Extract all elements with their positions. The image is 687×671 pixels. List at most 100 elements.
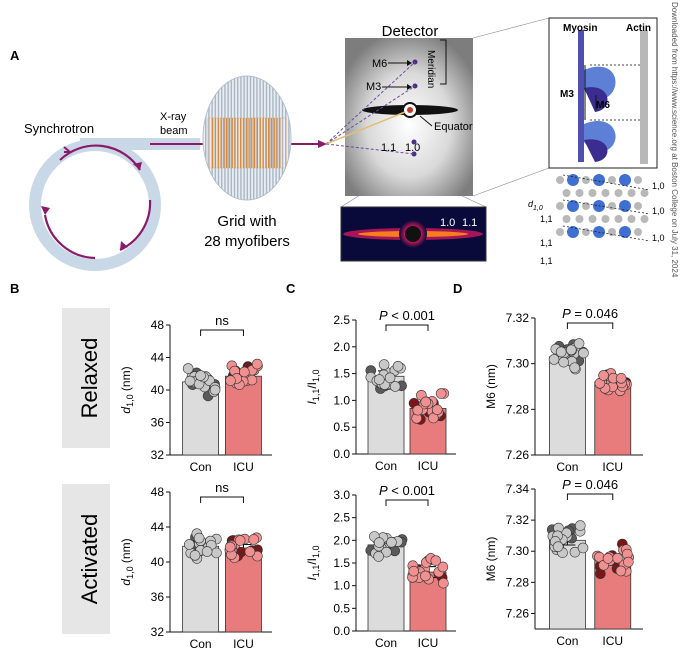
xray-label-1: X-ray	[160, 111, 187, 123]
data-point	[244, 546, 256, 558]
x-tick-label: ICU	[602, 634, 623, 648]
y-tick-label: 7.26	[506, 606, 530, 620]
lattice-11-label-2: 1,1	[540, 238, 553, 248]
beam-arrowhead	[318, 140, 327, 148]
x-tick-label: ICU	[418, 636, 439, 650]
lattice-11-label-3: 1,1	[540, 256, 553, 266]
y-tick-label: 7.28	[506, 575, 530, 589]
lattice-10-label-2: 1,0	[652, 206, 665, 216]
detector-label: Detector	[382, 23, 439, 40]
data-point	[408, 565, 420, 577]
filament-lattice	[556, 174, 651, 242]
panel-letter-c: C	[286, 281, 296, 296]
synchrotron-label: Synchrotron	[24, 121, 94, 136]
significance-bracket	[385, 324, 429, 331]
data-point	[565, 344, 577, 356]
lattice-plane-line	[562, 174, 651, 191]
actin-label: Actin	[626, 23, 651, 34]
x-tick-label: Con	[556, 634, 578, 648]
lattice-filament	[614, 215, 623, 223]
y-tick-label: 7.30	[506, 357, 530, 371]
y-tick-label: 48	[151, 485, 165, 499]
y-axis-label: d1,0 (nm)	[119, 538, 135, 585]
lattice-filament	[556, 176, 564, 184]
reflection-10-label: 1.0	[405, 142, 420, 154]
lattice-10-label-1: 1,0	[652, 181, 665, 191]
lattice-filament	[588, 189, 597, 197]
data-point	[437, 561, 449, 573]
lattice-filament	[627, 215, 636, 223]
data-point	[615, 373, 627, 384]
y-tick-label: 36	[151, 416, 165, 430]
y-tick-label: 7.34	[506, 482, 530, 496]
lattice-plane-line	[562, 225, 651, 242]
x-tick-label: Con	[375, 636, 397, 650]
m6-label: M6	[372, 58, 387, 70]
data-point	[569, 362, 580, 374]
data-point	[435, 388, 447, 399]
data-point	[558, 356, 569, 368]
y-tick-label: 1.0	[333, 393, 350, 407]
y-axis-label: M6 (nm)	[484, 537, 498, 582]
data-point	[195, 370, 206, 381]
data-point	[577, 542, 589, 554]
significance-label: P < 0.001	[379, 483, 435, 498]
data-point	[420, 570, 431, 582]
data-point	[189, 550, 201, 561]
lattice-filament	[601, 215, 610, 223]
data-point	[373, 551, 384, 562]
download-note: Downloaded from https://www.science.org …	[670, 2, 679, 278]
y-tick-label: 7.26	[506, 448, 530, 462]
panel-letter-b: B	[10, 281, 19, 296]
lattice-plane-line	[562, 199, 651, 215]
data-point	[548, 354, 560, 365]
significance-bracket	[566, 322, 614, 329]
lattice-filament	[608, 202, 616, 210]
data-point	[378, 359, 390, 370]
lattice-10-label-3: 1,0	[652, 233, 665, 243]
y-axis-label: I1,1/I1,0	[305, 369, 321, 404]
icu-bar	[225, 547, 262, 633]
significance-label: P = 0.046	[562, 306, 618, 321]
data-point	[384, 372, 396, 384]
data-point	[251, 358, 263, 370]
data-point	[184, 539, 195, 550]
x-tick-label: ICU	[602, 460, 623, 474]
lattice-filament	[575, 215, 584, 223]
zoom-line-top	[472, 17, 550, 39]
lattice-11-label-1: 1,1	[540, 214, 553, 224]
m3-sarcomere-label: M3	[560, 89, 574, 100]
lattice-filament	[614, 189, 623, 197]
y-tick-label: 0.5	[333, 601, 350, 615]
y-axis-label: I1,1/I1,0	[305, 545, 321, 580]
data-point	[430, 555, 442, 566]
y-tick-label: 3.0	[333, 488, 350, 502]
equator-inset	[340, 194, 487, 262]
lattice-filament	[567, 200, 579, 212]
icu-bar	[225, 375, 262, 456]
y-tick-label: 2.5	[333, 313, 350, 327]
data-point	[248, 534, 260, 545]
data-point	[573, 338, 585, 349]
lattice-filament	[619, 226, 631, 238]
y-tick-label: 32	[151, 625, 165, 639]
y-tick-label: 44	[151, 520, 165, 534]
meridian-label: Meridian	[425, 50, 436, 88]
y-tick-label: 36	[151, 590, 165, 604]
y-tick-label: 32	[151, 448, 165, 462]
zoom-line-bottom	[472, 167, 550, 197]
meridian-bracket	[440, 39, 447, 85]
data-point	[552, 541, 564, 552]
y-tick-label: 2.0	[333, 340, 350, 354]
lattice-filament	[619, 174, 631, 186]
data-point	[184, 375, 196, 387]
data-point	[193, 532, 205, 544]
data-point	[211, 547, 222, 559]
